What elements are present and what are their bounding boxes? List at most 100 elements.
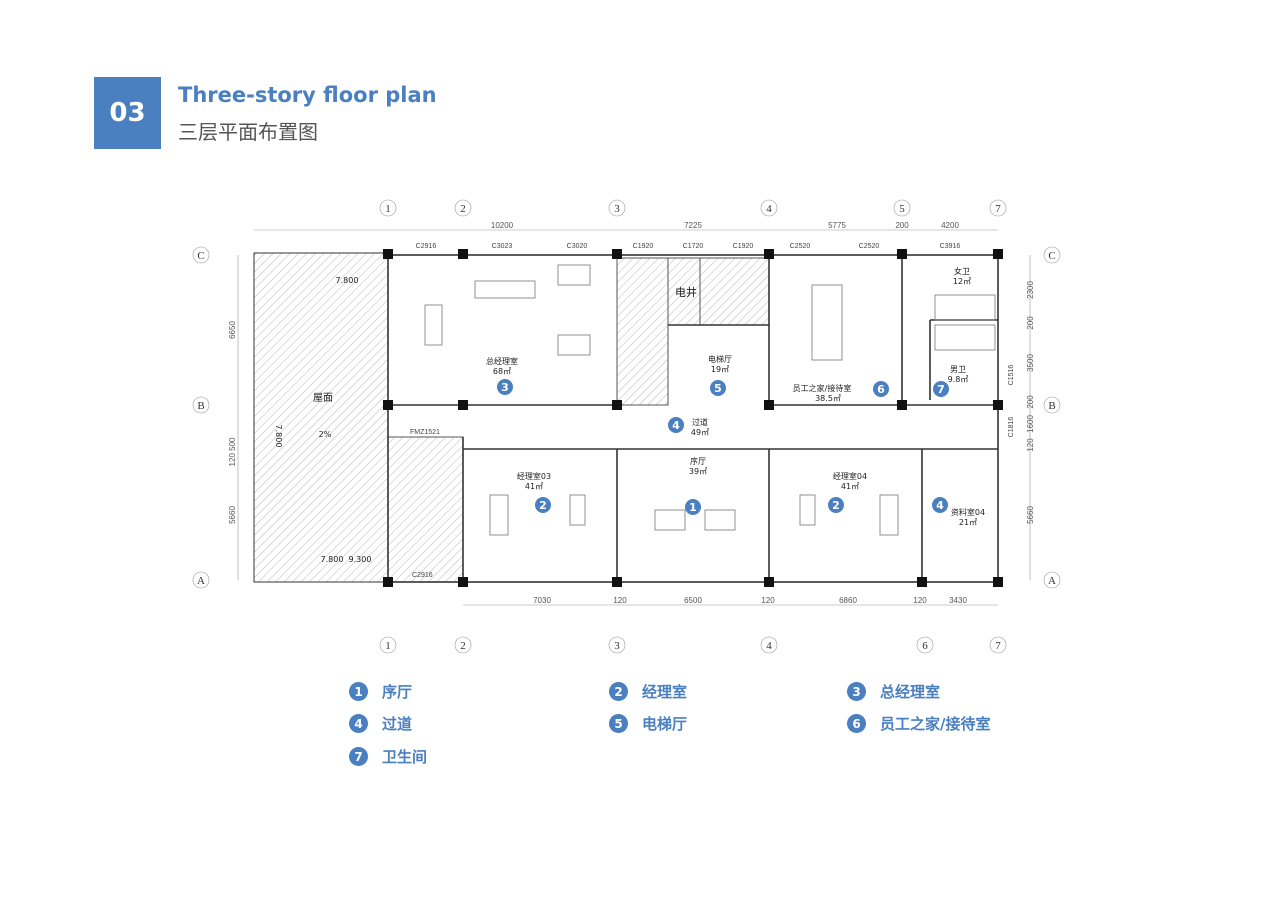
elevator-area <box>699 257 770 326</box>
dim-left: 5660 <box>228 506 237 524</box>
dim-left: 6650 <box>228 321 237 339</box>
corridor-label: 过道 <box>692 417 708 427</box>
badge-1: 1 <box>689 501 697 514</box>
mens-wc-label: 男卫 <box>950 365 966 374</box>
legend-badge: 5 <box>609 714 628 733</box>
window-label: C1920 <box>733 243 754 250</box>
axis-bottom-6: 6 <box>922 640 928 652</box>
roof-area <box>253 252 389 583</box>
dim-top: 4200 <box>941 221 959 230</box>
window-label: C2520 <box>790 243 811 250</box>
archive-area: 21㎡ <box>959 518 977 527</box>
roof-slope: 2% <box>319 430 332 439</box>
legend-label: 员工之家/接待室 <box>880 715 991 733</box>
shaft-area <box>667 257 701 326</box>
badge-6: 6 <box>877 383 885 396</box>
axis-bottom-2: 2 <box>460 640 466 652</box>
dim-right: 200 <box>1026 395 1035 409</box>
dim-top: 5775 <box>828 221 846 230</box>
gm-office-label: 总经理室 <box>486 356 518 366</box>
dim-top: 7225 <box>684 221 702 230</box>
dim-right: 3500 <box>1026 354 1035 372</box>
axis-right-b: B <box>1048 400 1055 412</box>
axis-bottom-7: 7 <box>995 640 1001 652</box>
dim-right: 1600 <box>1026 415 1035 433</box>
manager03-area: 41㎡ <box>525 482 543 491</box>
roof-elevation: 7.800 <box>336 276 359 285</box>
legend-label: 经理室 <box>642 683 688 701</box>
dim-left: 120 500 <box>228 437 237 466</box>
axis-top-1: 1 <box>385 203 391 215</box>
womens-wc-label: 女卫 <box>954 266 970 276</box>
dim-bottom: 6500 <box>684 596 702 605</box>
legend-badge: 3 <box>847 682 866 701</box>
roof-elevation: 7.800 <box>321 555 344 564</box>
dim-bottom: 120 <box>613 596 627 605</box>
legend-badge: 1 <box>349 682 368 701</box>
legend-label: 卫生间 <box>382 748 428 766</box>
gm-office-area: 68㎡ <box>493 367 511 376</box>
axis-left-c: C <box>197 250 204 262</box>
window-label: C3023 <box>492 243 513 250</box>
lobby-area: 39㎡ <box>689 467 707 476</box>
stair-window-label: C2916 <box>412 572 433 579</box>
shaft-label: 电井 <box>675 285 697 299</box>
room-labels: 屋面 2% 7.800 7.800 9.300 7.800 总经理室 68㎡ 电… <box>274 266 985 579</box>
furniture <box>424 264 996 536</box>
dim-right: 5660 <box>1026 506 1035 524</box>
manager04-area: 41㎡ <box>841 482 859 491</box>
window-label: C1920 <box>633 243 654 250</box>
page-title: Three-story floor plan <box>178 83 437 107</box>
badge-7: 7 <box>937 383 945 396</box>
stair-area <box>616 257 669 406</box>
legend-item: 6 员工之家/接待室 <box>847 713 990 734</box>
lobby-label: 序厅 <box>690 456 706 466</box>
dim-bottom: 120 <box>761 596 775 605</box>
axis-left-b: B <box>197 400 204 412</box>
axis-top-4: 4 <box>766 203 772 215</box>
window-label: C1720 <box>683 243 704 250</box>
manager04-label: 经理室04 <box>833 471 867 481</box>
dim-bottom: 120 <box>913 596 927 605</box>
legend-item: 3 总经理室 <box>847 681 940 702</box>
dim-bottom: 6860 <box>839 596 857 605</box>
dim-right: 200 <box>1026 316 1035 330</box>
axis-bottom-1: 1 <box>385 640 391 652</box>
badge-4: 4 <box>936 499 944 512</box>
roof-label: 屋面 <box>313 392 333 404</box>
elevator-hall-area: 19㎡ <box>711 365 729 374</box>
corridor-area: 49㎡ <box>691 428 709 437</box>
axis-top-2: 2 <box>460 203 466 215</box>
axis-bottom-4: 4 <box>766 640 772 652</box>
dim-bottom: 3430 <box>949 596 967 605</box>
axis-top-3: 3 <box>614 203 620 215</box>
room-badges: 3 5 6 7 4 2 1 2 4 <box>497 379 949 515</box>
dim-top: 10200 <box>491 221 514 230</box>
legend-label: 序厅 <box>382 683 413 701</box>
badge-5: 5 <box>714 382 722 395</box>
badge-3: 3 <box>501 381 509 394</box>
window-label: C3916 <box>940 243 961 250</box>
axis-top-5: 5 <box>899 203 905 215</box>
manager03-label: 经理室03 <box>517 471 551 481</box>
columns <box>383 249 1003 587</box>
roof-elevation: 9.300 <box>349 555 372 564</box>
axis-bottom-3: 3 <box>614 640 620 652</box>
legend-label: 过道 <box>382 715 413 733</box>
axis-grid <box>192 199 1061 654</box>
legend-item: 7 卫生间 <box>349 746 427 767</box>
dim-right: 2300 <box>1026 281 1035 299</box>
mens-wc-area: 9.8㎡ <box>948 375 969 384</box>
elevator-hall-label: 电梯厅 <box>708 354 732 364</box>
legend-label: 总经理室 <box>880 683 941 701</box>
axis-right-c: C <box>1048 250 1055 262</box>
stair2-area <box>387 436 464 583</box>
legend-badge: 7 <box>349 747 368 766</box>
staff-room-label: 员工之家/接待室 <box>793 383 852 393</box>
legend-badge: 6 <box>847 714 866 733</box>
window-label: C1516 <box>1008 365 1015 386</box>
